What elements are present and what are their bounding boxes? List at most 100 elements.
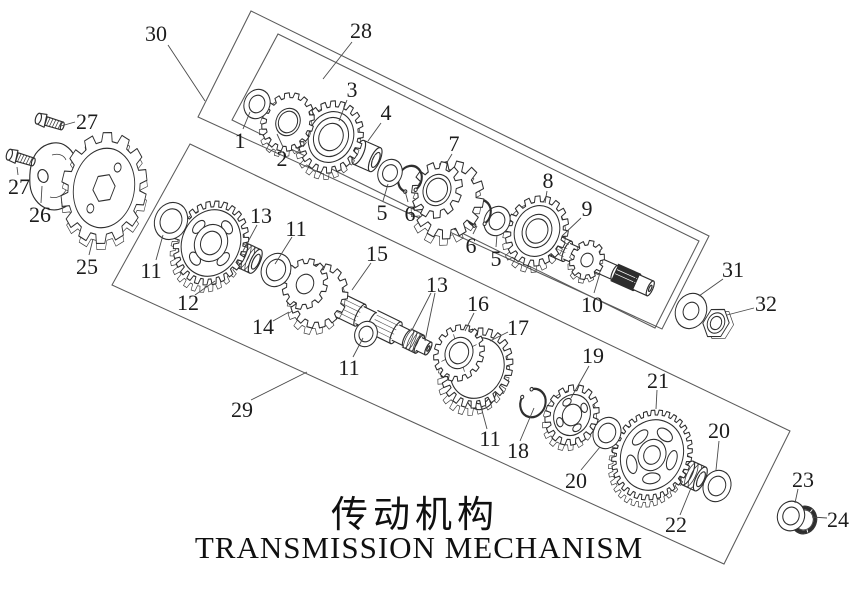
leader-line-11 xyxy=(479,402,488,430)
gear-12 xyxy=(169,200,250,293)
gear-19 xyxy=(542,384,600,452)
callout-27: 27 xyxy=(76,109,98,134)
bolt-27b xyxy=(5,148,36,167)
parts-layer xyxy=(5,88,818,535)
callout-4: 4 xyxy=(381,100,392,125)
callout-13: 13 xyxy=(426,272,448,297)
callout-15: 15 xyxy=(366,241,388,266)
leader-line-10 xyxy=(593,272,601,294)
callout-31: 31 xyxy=(722,257,744,282)
gear-7-front xyxy=(411,161,463,219)
callout-18: 18 xyxy=(507,438,529,463)
washer-5a xyxy=(377,158,403,188)
leader-line-23 xyxy=(794,488,799,504)
callout-23: 23 xyxy=(792,467,814,492)
leader-line-18 xyxy=(519,407,535,442)
callout-14: 14 xyxy=(252,314,274,339)
callout-7: 7 xyxy=(449,131,460,156)
callout-24: 24 xyxy=(827,507,849,532)
washer-1 xyxy=(243,88,271,120)
leader-line-20 xyxy=(715,440,720,471)
callout-8: 8 xyxy=(543,168,554,193)
bushing-4 xyxy=(351,139,383,173)
leader-line-6 xyxy=(404,190,409,203)
washer-11c xyxy=(354,320,378,348)
leader-line-11 xyxy=(352,337,364,358)
callout-11: 11 xyxy=(338,355,359,380)
shaft-pinion-9 xyxy=(567,239,605,284)
leader-line-14 xyxy=(272,311,290,322)
callout-11: 11 xyxy=(479,426,500,451)
callout-3: 3 xyxy=(347,77,358,102)
callout-5: 5 xyxy=(491,246,502,271)
gear-16 xyxy=(433,324,485,382)
callout-6: 6 xyxy=(405,201,416,226)
leader-line-3 xyxy=(338,99,348,122)
leader-line-6 xyxy=(472,225,478,235)
gear-21 xyxy=(608,409,693,508)
callout-32: 32 xyxy=(755,291,777,316)
leader-line-9 xyxy=(561,217,582,237)
callout-1: 1 xyxy=(235,128,246,153)
leader-line-30 xyxy=(167,44,206,102)
gear-2 xyxy=(258,92,315,158)
frames xyxy=(111,10,791,565)
callout-20: 20 xyxy=(565,468,587,493)
leader-line-5 xyxy=(495,234,498,248)
leader-line-26 xyxy=(40,185,43,204)
leader-line-22 xyxy=(679,487,692,516)
leader-line-11 xyxy=(155,234,164,261)
gear-14-front xyxy=(281,258,329,310)
leader-line-28 xyxy=(322,41,353,80)
leader-line-4 xyxy=(367,122,382,142)
frame-30 xyxy=(197,10,710,330)
leader-line-13 xyxy=(411,292,432,331)
washer-20b xyxy=(702,469,732,503)
leader-line-7 xyxy=(445,153,453,165)
title-english: TRANSMISSION MECHANISM xyxy=(195,530,643,565)
nut-32 xyxy=(702,308,734,339)
callout-25: 25 xyxy=(76,254,98,279)
leader-line-20 xyxy=(580,446,601,471)
callout-28: 28 xyxy=(350,18,372,43)
leader-line-1 xyxy=(242,111,251,130)
washer-5b xyxy=(483,205,511,237)
leader-line-27 xyxy=(60,121,76,127)
callout-5: 5 xyxy=(377,200,388,225)
washer-11b xyxy=(260,252,292,288)
callout-11: 11 xyxy=(140,258,161,283)
sprocket-25 xyxy=(60,132,148,250)
washer-11a xyxy=(153,201,189,241)
callout-30: 30 xyxy=(145,21,167,46)
leader-line-5 xyxy=(382,183,389,202)
leader-line-21 xyxy=(655,389,658,410)
callout-13: 13 xyxy=(250,203,272,228)
leader-line-31 xyxy=(698,278,724,297)
callout-17: 17 xyxy=(507,315,529,340)
bearing-23 xyxy=(776,500,806,532)
frame-28 xyxy=(231,33,700,329)
bushing-22 xyxy=(680,460,708,492)
callout-26: 26 xyxy=(29,202,51,227)
callout-9: 9 xyxy=(582,196,593,221)
bolt-27a xyxy=(34,112,65,131)
callout-22: 22 xyxy=(665,512,687,537)
callout-21: 21 xyxy=(647,368,669,393)
circlip-18 xyxy=(519,386,547,419)
leader-line-8 xyxy=(544,190,548,204)
title-chinese: 传动机构 xyxy=(331,493,499,536)
frame-29 xyxy=(111,143,791,565)
leader-line-25 xyxy=(88,238,94,256)
leader-line-15 xyxy=(351,262,372,291)
leader-line-24 xyxy=(811,516,828,519)
leader-line-13 xyxy=(242,224,258,252)
fixing-plate-26 xyxy=(29,142,76,211)
callout-27: 27 xyxy=(8,174,30,199)
callout-11: 11 xyxy=(285,216,306,241)
leader-line-13 xyxy=(424,292,436,342)
washer-20a xyxy=(592,416,622,450)
gear-8 xyxy=(502,195,569,273)
leader-line-12 xyxy=(194,280,216,296)
